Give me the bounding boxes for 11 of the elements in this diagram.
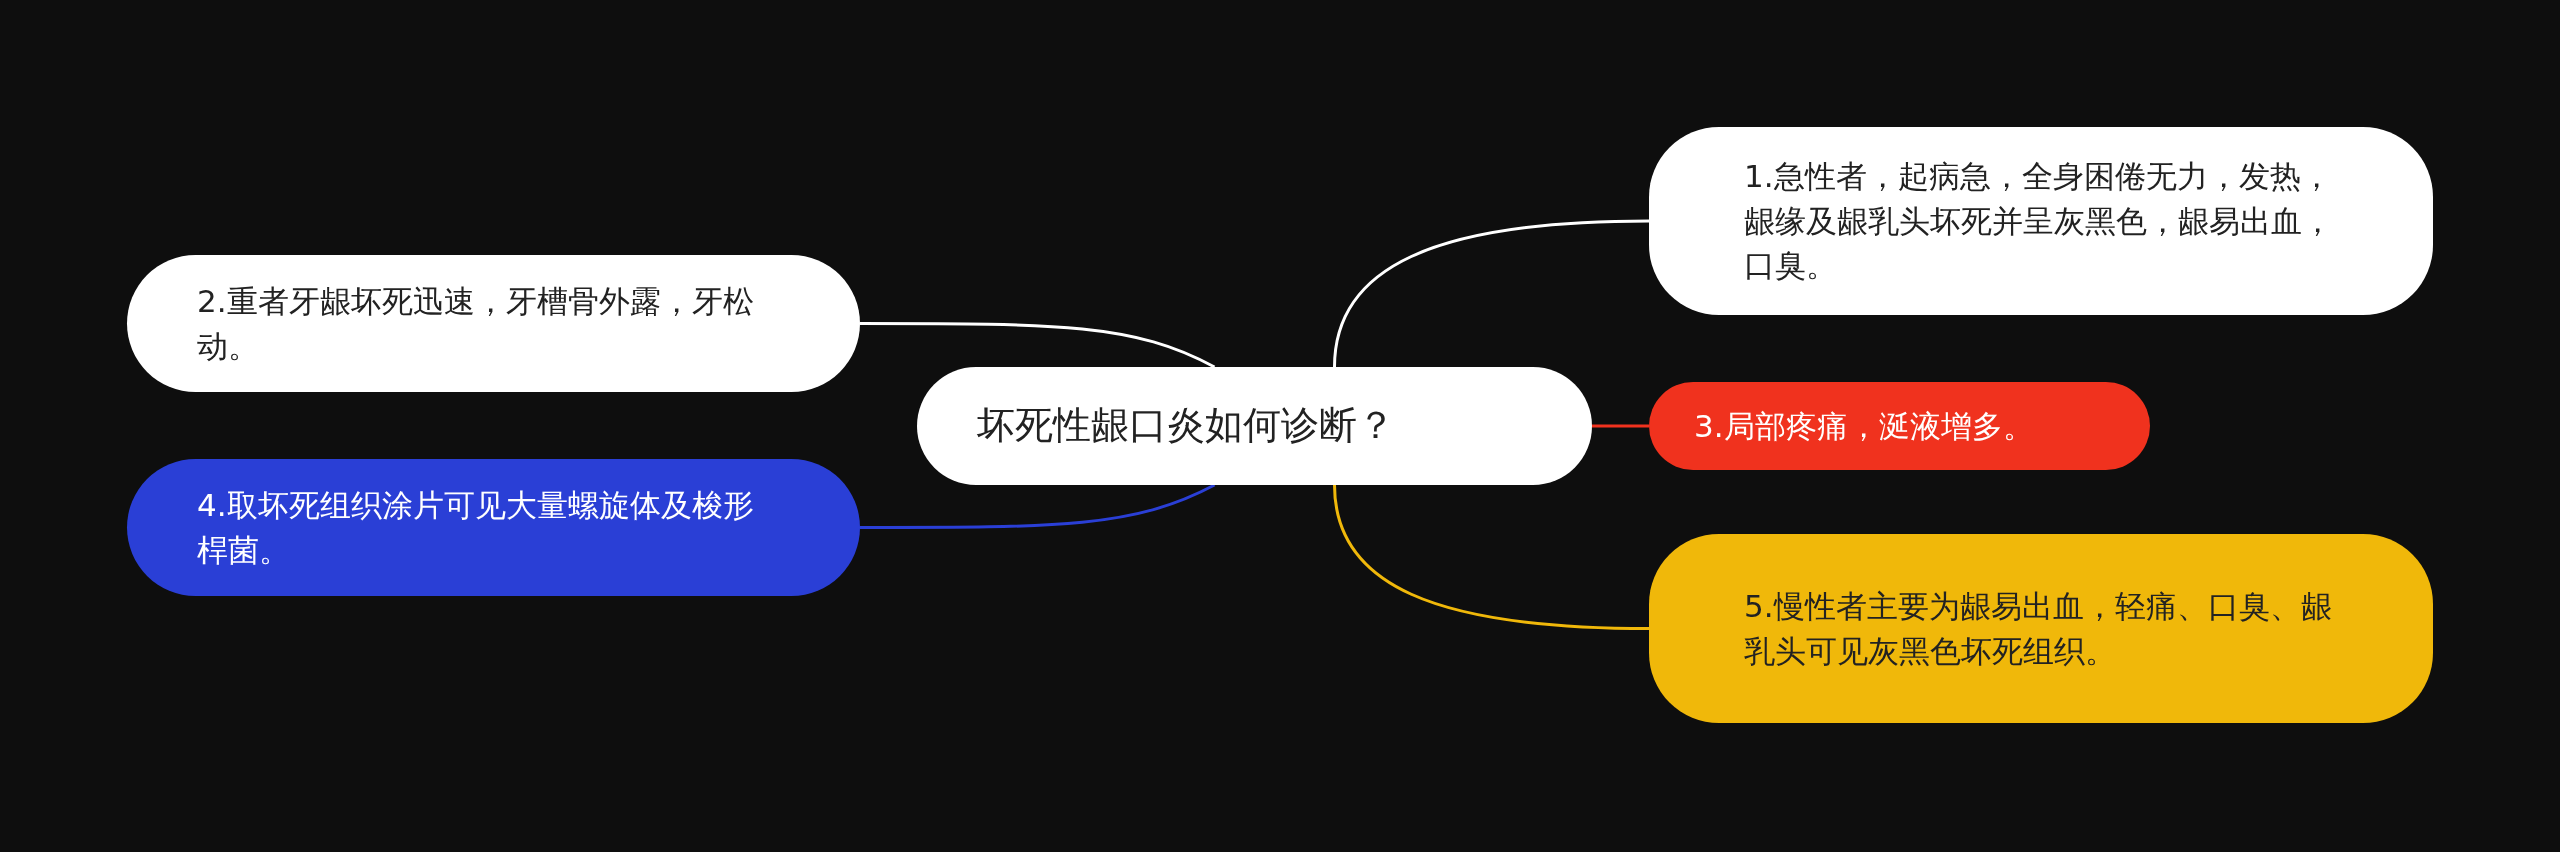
central-topic-box: 坏死性龈口炎如何诊断？ (917, 367, 1592, 485)
connector-line (1333, 219, 1650, 368)
topic-box: 3.局部疼痛，涎液增多。 (1649, 382, 2150, 470)
connector-line (1592, 424, 1649, 428)
topic-box: 1.急性者，起病急，全身困倦无力，发热，龈缘及龈乳头坏死并呈灰黑色，龈易出血，口臭。 (1649, 127, 2433, 315)
topic-box: 4.取坏死组织涂片可见大量螺旋体及梭形桿菌。 (127, 459, 860, 596)
topic-box: 5.慢性者主要为龈易出血，轻痛、口臭、龈乳头可见灰黑色坏死组织。 (1649, 534, 2433, 723)
topic-box: 2.重者牙龈坏死迅速，牙槽骨外露，牙松动。 (127, 255, 860, 392)
connector-line (860, 483, 1216, 529)
connector-line (1333, 484, 1650, 630)
connector-line (860, 322, 1216, 369)
